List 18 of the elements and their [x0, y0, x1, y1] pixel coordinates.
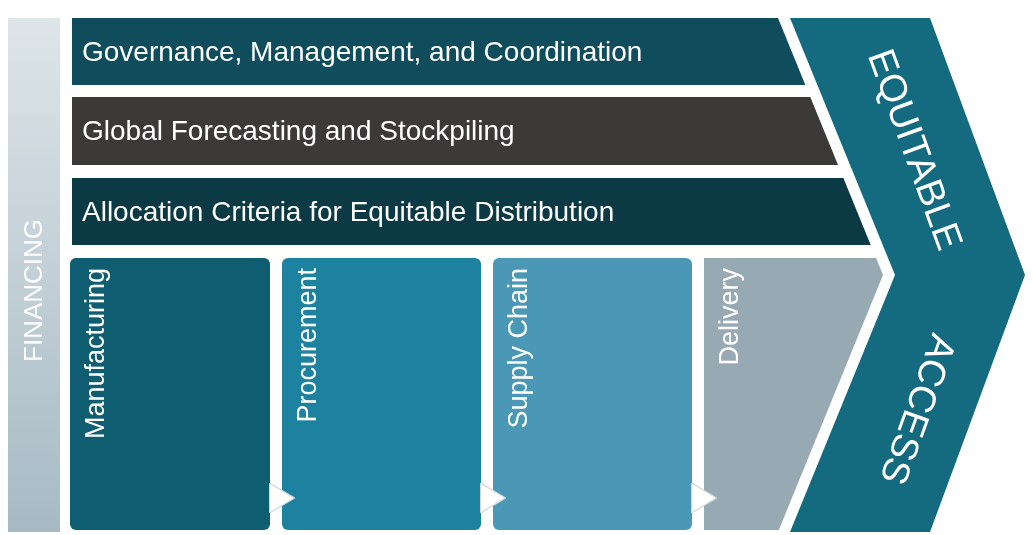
banner-label: Governance, Management, and Coordination — [82, 35, 643, 68]
banner — [72, 18, 806, 85]
stage-panel — [282, 258, 481, 530]
stage-panel — [70, 258, 270, 530]
arrow — [479, 482, 507, 514]
stage-label: Delivery — [714, 268, 745, 366]
banner-label: Global Forecasting and Stockpiling — [82, 115, 515, 147]
chevron-arrow — [790, 18, 1025, 532]
arrow — [690, 482, 718, 514]
arrow — [268, 482, 296, 514]
bar-label: FINANCING — [18, 219, 49, 362]
side-bar — [8, 18, 60, 532]
stage-label: Supply Chain — [503, 268, 534, 429]
stage-label: Procurement — [292, 268, 323, 423]
stage-label: Manufacturing — [80, 268, 111, 440]
banner-label: Allocation Criteria for Equitable Distribution — [82, 195, 615, 228]
banner — [72, 97, 839, 165]
stage-panel — [493, 258, 692, 530]
